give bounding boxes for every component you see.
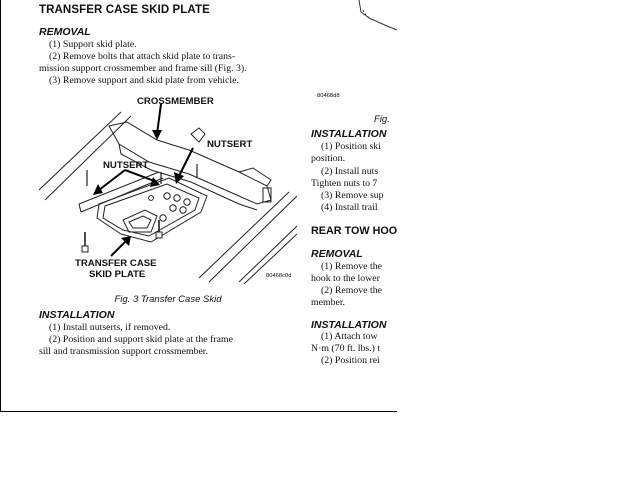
left-column: TRANSFER CASE SKID PLATE REMOVAL (1) Sup… bbox=[1, 0, 301, 411]
rear-tow-hook-title: REAR TOW HOOK bbox=[311, 225, 397, 237]
figure-code: 80468c0d bbox=[266, 273, 292, 279]
skid-plate-figure: CROSSMEMBER NUTSERT NUTSERT TRANSFER CAS… bbox=[38, 92, 298, 285]
right-installation2-line-3: (2) Position rei bbox=[321, 355, 380, 366]
right-removal-line-4: member. bbox=[311, 297, 346, 308]
skid-plate-label-line1: TRANSFER CASE bbox=[75, 258, 157, 269]
nutsert-right-label: NUTSERT bbox=[207, 139, 253, 150]
right-removal-line-3: (2) Remove the bbox=[321, 285, 382, 296]
right-figure-fragment bbox=[358, 0, 397, 31]
right-figure-caption: Fig. bbox=[374, 114, 390, 125]
right-installation-line-2: position. bbox=[311, 153, 346, 164]
right-installation-heading: INSTALLATION bbox=[311, 128, 387, 140]
installation-step-1: (1) Install nutserts, if removed. bbox=[49, 322, 171, 333]
right-installation-line-5: (3) Remove sup bbox=[321, 190, 384, 201]
skid-plate-label-line2: SKID PLATE bbox=[89, 269, 146, 280]
installation-step-2-cont: sill and transmission support crossmembe… bbox=[39, 346, 208, 357]
right-figure-code: 80468d8 bbox=[317, 93, 340, 99]
right-installation-line-6: (4) Install trail bbox=[321, 202, 378, 213]
nutsert-left-label: NUTSERT bbox=[103, 160, 149, 171]
removal-heading: REMOVAL bbox=[39, 26, 91, 38]
section-title: TRANSFER CASE SKID PLATE bbox=[39, 4, 210, 16]
skid-plate-drawing bbox=[38, 103, 298, 285]
right-removal-line-1: (1) Remove the bbox=[321, 261, 382, 272]
right-installation-line-3: (2) Install nuts bbox=[321, 166, 379, 177]
right-removal-heading: REMOVAL bbox=[311, 248, 363, 260]
right-installation2-line-1: (1) Attach tow bbox=[321, 331, 378, 342]
removal-step-3: (3) Remove support and skid plate from v… bbox=[49, 75, 239, 86]
right-removal-line-2: hook to the lower bbox=[311, 273, 380, 284]
right-column: 80468d8 Fig. INSTALLATION (1) Position s… bbox=[307, 0, 397, 411]
installation-step-2: (2) Position and support skid plate at t… bbox=[49, 334, 233, 345]
figure-caption: Fig. 3 Transfer Case Skid bbox=[114, 294, 222, 305]
removal-step-2-cont: mission support crossmember and frame si… bbox=[39, 63, 247, 74]
right-installation2-heading: INSTALLATION bbox=[311, 319, 387, 331]
crossmember-label: CROSSMEMBER bbox=[137, 96, 214, 107]
right-installation-line-4: Tighten nuts to 7 bbox=[311, 178, 378, 189]
right-installation-line-1: (1) Position ski bbox=[321, 141, 381, 152]
removal-step-1: (1) Support skid plate. bbox=[49, 39, 137, 50]
removal-step-2: (2) Remove bolts that attach skid plate … bbox=[49, 51, 236, 62]
installation-heading: INSTALLATION bbox=[39, 309, 115, 321]
right-installation2-line-2: N·m (70 ft. lbs.) t bbox=[311, 343, 381, 354]
document-page: TRANSFER CASE SKID PLATE REMOVAL (1) Sup… bbox=[0, 0, 397, 412]
